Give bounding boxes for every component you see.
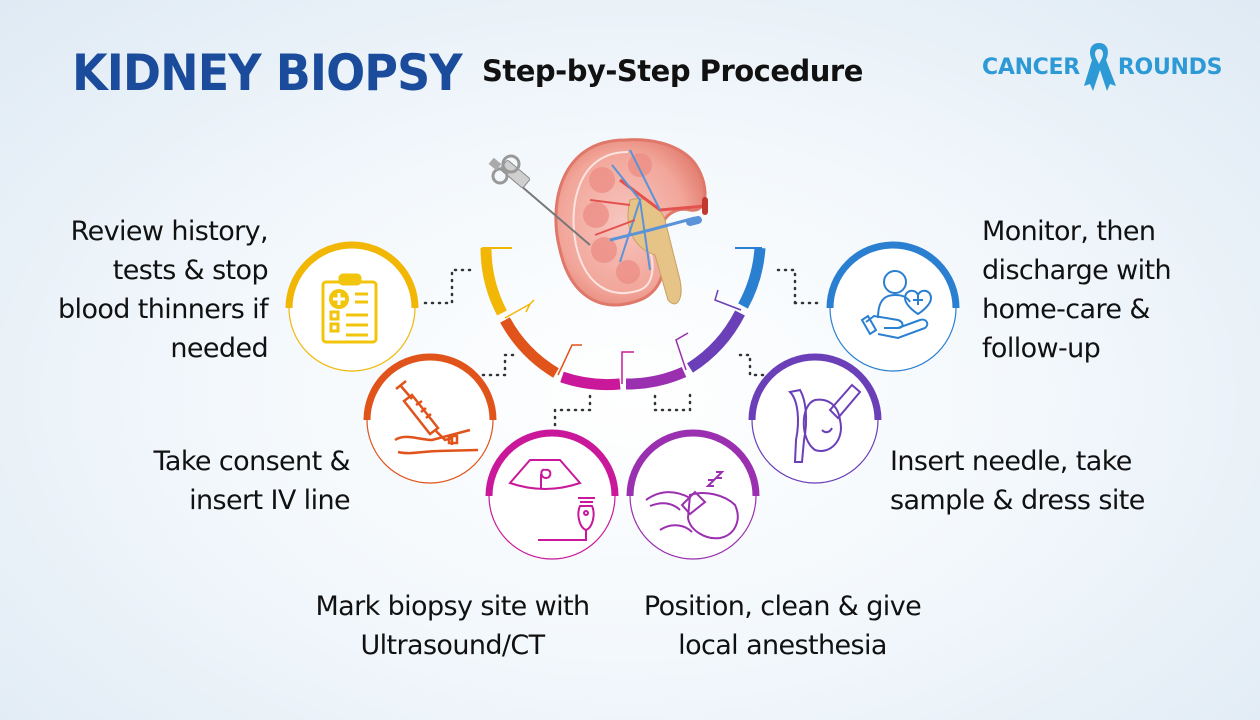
clipboard-medical-icon	[321, 273, 378, 344]
kidney-needle-insertion-icon	[787, 383, 862, 463]
logo-text-left: CANCER	[982, 54, 1080, 80]
logo-text-right: ROUNDS	[1117, 54, 1223, 80]
awareness-ribbon-icon	[1083, 43, 1116, 91]
step-3-label: Mark biopsy site with Ultrasound/CT	[315, 591, 590, 661]
step-4-circle	[626, 429, 760, 560]
syringe-arm-iv-icon	[394, 380, 479, 455]
ultrasound-probe-kidney-icon	[508, 459, 595, 541]
step-5-circle	[748, 353, 882, 484]
step-2-label: Take consent & insert IV line	[153, 446, 350, 516]
cancer-rounds-logo: CANCER ROUNDS	[982, 40, 1222, 94]
sleeping-patient-mask-icon	[645, 471, 739, 540]
step-1-circle	[285, 241, 419, 372]
step-2-circle	[363, 353, 497, 484]
step-6-circle	[826, 241, 960, 372]
dotted-connectors	[423, 268, 824, 427]
progress-arc	[480, 247, 766, 391]
step-6-label: Monitor, then discharge with home-care &…	[982, 216, 1172, 364]
kidney-illustration	[554, 138, 708, 307]
hand-patient-care-heart-icon	[860, 270, 933, 340]
step-3-circle	[485, 429, 619, 560]
step-1-label: Review history, tests & stop blood thinn…	[58, 216, 269, 364]
step-5-label: Insert needle, take sample & dress site	[890, 446, 1145, 516]
page-subtitle: Step-by-Step Procedure	[482, 54, 863, 88]
biopsy-needle-icon	[488, 154, 591, 246]
page-title: KIDNEY BIOPSY	[72, 44, 463, 102]
step-4-label: Position, clean & give local anesthesia	[643, 591, 922, 661]
